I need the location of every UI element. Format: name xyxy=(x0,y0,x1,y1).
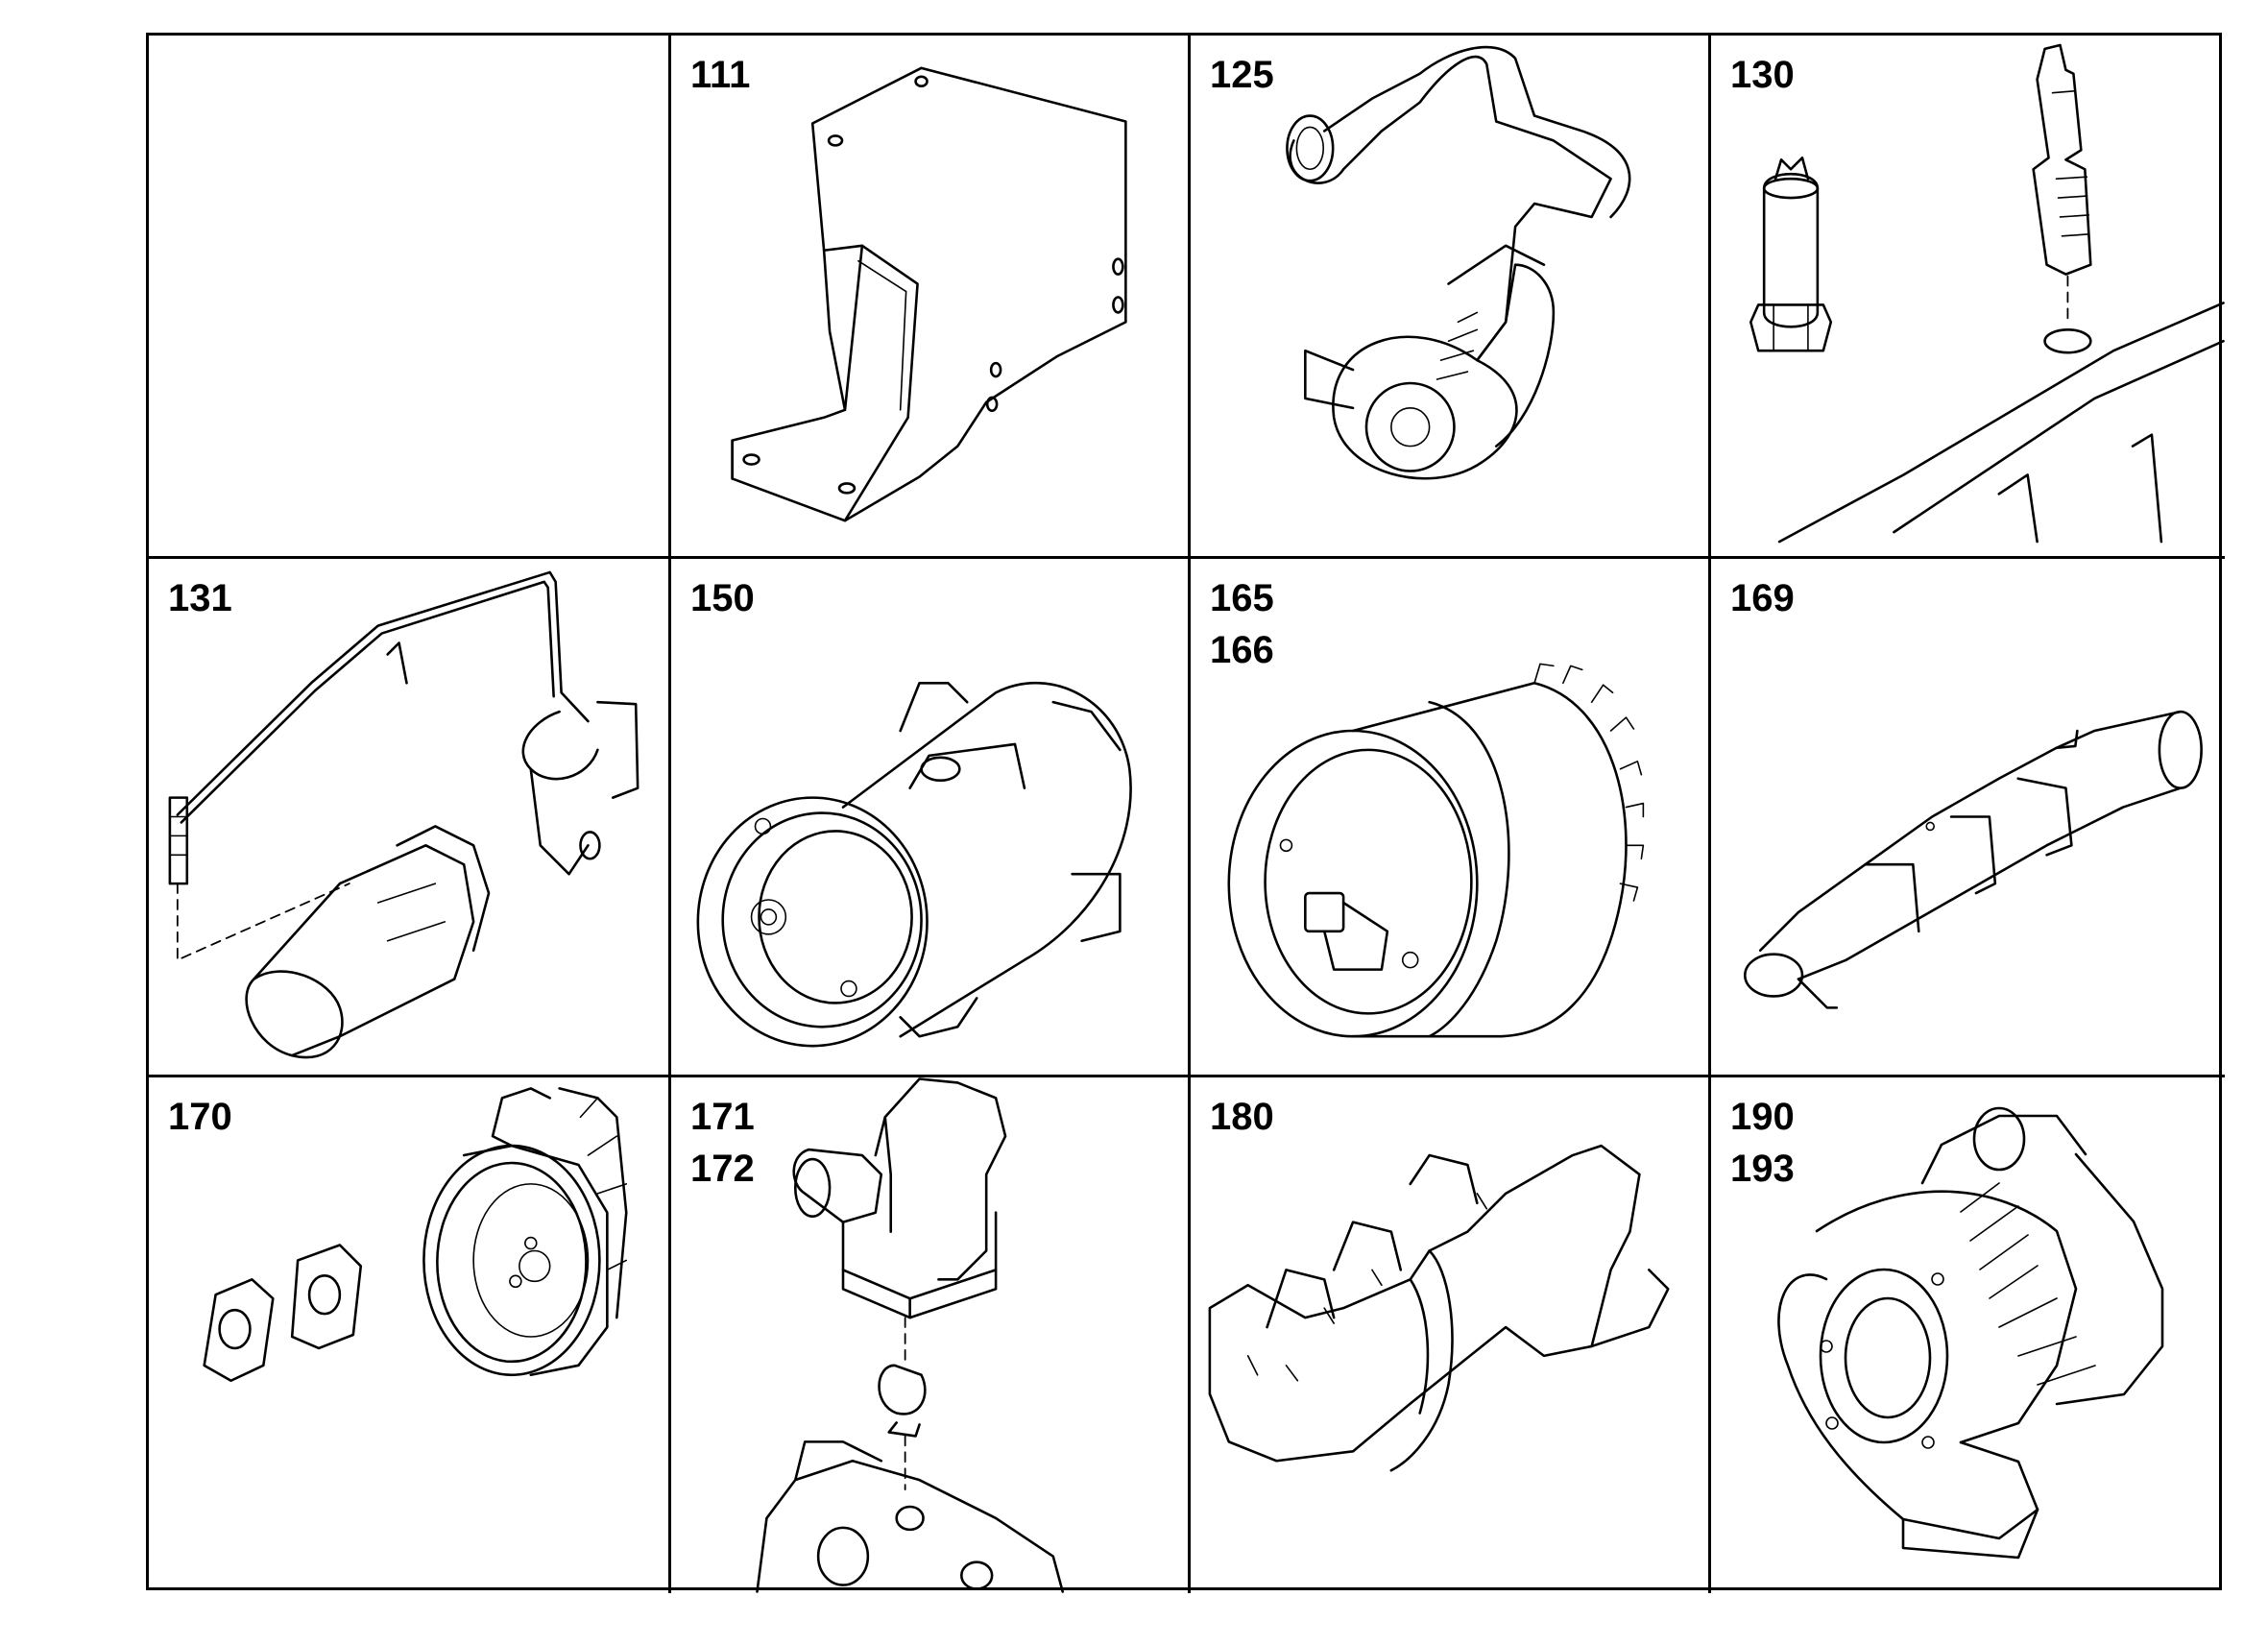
part-number: 150 xyxy=(690,577,755,619)
sensor-line-assembly-icon xyxy=(168,570,639,1059)
part-numbers: 170 xyxy=(168,1091,232,1143)
mounting-bracket-icon xyxy=(731,66,1127,522)
part-cell-111[interactable]: 111 xyxy=(671,36,1191,559)
part-numbers: 131 xyxy=(168,572,232,624)
part-numbers: 169 xyxy=(1730,572,1795,624)
part-number: 169 xyxy=(1730,577,1795,619)
part-cell-180[interactable]: 180 xyxy=(1191,1077,1711,1593)
flywheel-housing-icon xyxy=(203,1087,628,1383)
manifold-elbow-icon xyxy=(1208,1144,1670,1472)
part-numbers: 190 193 xyxy=(1730,1091,1795,1195)
part-cell-130[interactable]: 130 xyxy=(1711,36,2225,559)
part-cell-150[interactable]: 150 xyxy=(671,559,1191,1077)
part-number: 130 xyxy=(1730,54,1795,96)
part-number: 166 xyxy=(1210,629,1274,671)
thermostat-housing-icon xyxy=(756,1077,1065,1593)
part-number: 131 xyxy=(168,577,232,619)
parts-grid: 111 125 xyxy=(146,33,2225,1593)
part-cell-125[interactable]: 125 xyxy=(1191,36,1711,559)
turbocharger-icon xyxy=(1777,1106,2164,1560)
part-number: 125 xyxy=(1210,54,1274,96)
part-number: 172 xyxy=(690,1148,755,1190)
part-numbers: 125 xyxy=(1210,49,1274,101)
part-cell-169[interactable]: 169 xyxy=(1711,559,2225,1077)
part-number: 193 xyxy=(1730,1148,1795,1190)
part-number: 171 xyxy=(690,1096,755,1138)
part-numbers: 111 xyxy=(690,49,750,101)
part-cell-165-166[interactable]: 165 166 xyxy=(1191,559,1711,1077)
ac-compressor-icon xyxy=(696,681,1132,1048)
fan-clutch-icon xyxy=(1227,663,1645,1038)
part-number: 165 xyxy=(1210,577,1274,619)
part-cell-170[interactable]: 170 xyxy=(149,1077,671,1593)
exhaust-manifold-icon xyxy=(1744,710,2203,1009)
part-cell-190-193[interactable]: 190 193 xyxy=(1711,1077,2225,1593)
sensor-and-switch-icon xyxy=(1749,43,2225,544)
part-number: 180 xyxy=(1210,1096,1274,1138)
part-numbers: 130 xyxy=(1730,49,1795,101)
part-numbers: 180 xyxy=(1210,1091,1274,1143)
turbo-pipe-assembly-icon xyxy=(1286,45,1631,480)
part-cell-empty xyxy=(149,36,671,559)
part-number: 111 xyxy=(690,54,751,96)
part-cell-131[interactable]: 131 xyxy=(149,559,671,1077)
part-number: 170 xyxy=(168,1096,232,1138)
part-cell-171-172[interactable]: 171 172 xyxy=(671,1077,1191,1593)
part-numbers: 150 xyxy=(690,572,755,624)
part-numbers: 171 172 xyxy=(690,1091,755,1195)
part-number: 190 xyxy=(1730,1096,1795,1138)
part-numbers: 165 166 xyxy=(1210,572,1274,676)
